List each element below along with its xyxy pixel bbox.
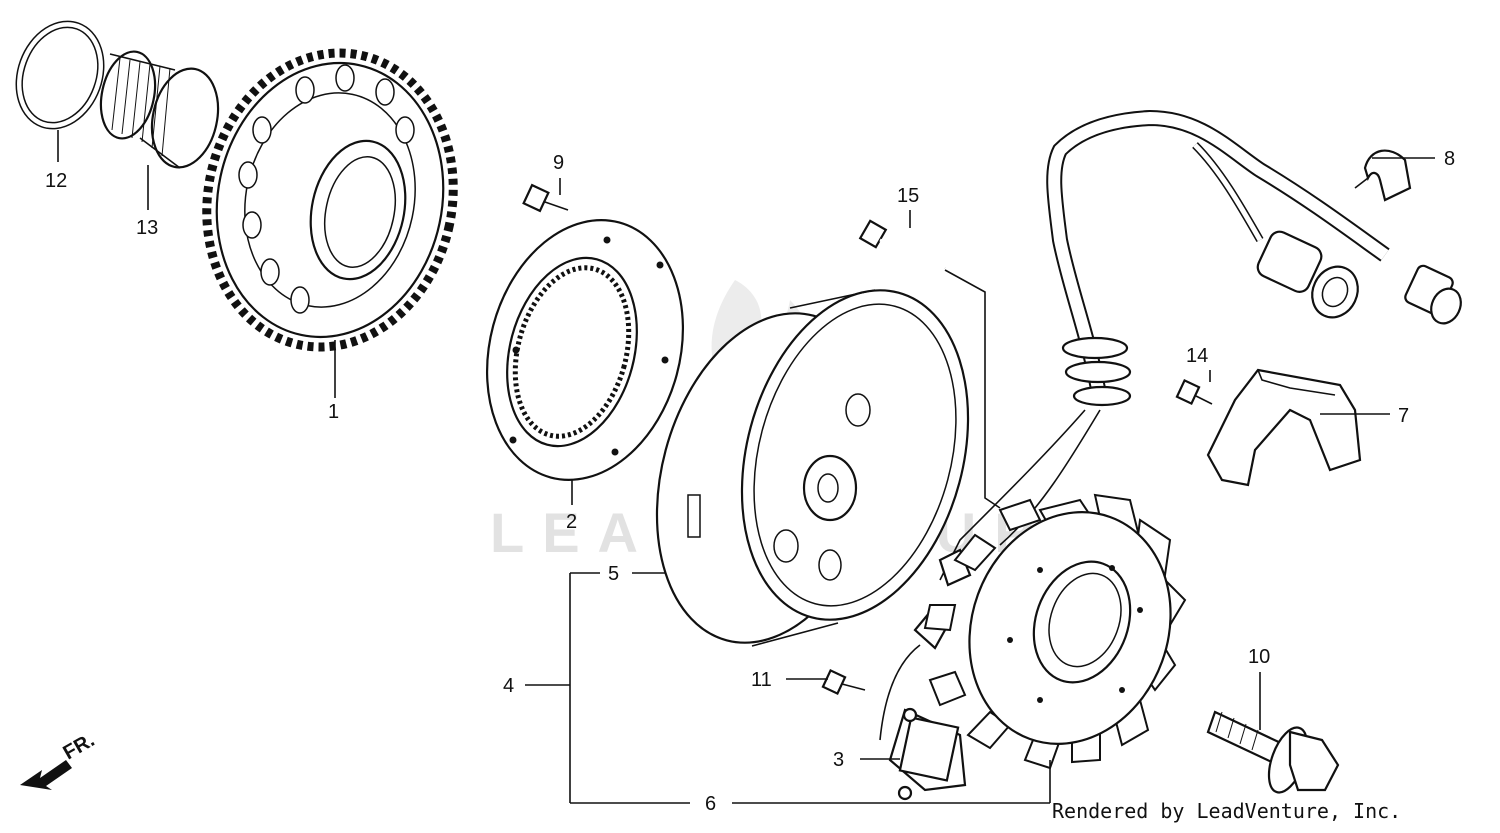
callout-14: 14: [1186, 345, 1208, 367]
callout-7: 7: [1398, 405, 1409, 427]
callout-4: 4: [503, 675, 514, 697]
part-11-screw: [821, 669, 866, 695]
front-label: FR.: [60, 729, 99, 764]
callout-3: 3: [833, 749, 844, 771]
stator-wire-harness: [879, 109, 1462, 741]
callout-6: 6: [705, 793, 716, 815]
callout-labels: 1 2 3 4 5 6 7 8 9 10 11 12 13 14 15: [45, 148, 1455, 815]
connector-large: [1256, 230, 1359, 319]
front-arrow-icon: [20, 760, 72, 790]
callout-1: 1: [328, 401, 339, 423]
part-15-bolt: [858, 219, 946, 270]
part-13-needle-bearing: [99, 50, 220, 169]
part-1-starter-driven-gear: [202, 48, 458, 398]
part-10-flange-bolt: [1206, 710, 1340, 794]
part-8-clamp: [1354, 149, 1412, 202]
callout-11: 11: [751, 669, 772, 691]
leader-lines: [57, 130, 1435, 804]
callout-9: 9: [553, 152, 564, 174]
part-14-bolt: [1175, 379, 1213, 405]
callout-10: 10: [1248, 646, 1270, 668]
callout-12: 12: [45, 170, 67, 192]
part-7-cover: [1206, 368, 1362, 487]
callout-5: 5: [608, 563, 619, 585]
part-3-pulse-generator: [888, 707, 967, 801]
part-12-circlip: [15, 20, 105, 130]
callout-13: 13: [136, 217, 158, 239]
callout-15: 15: [897, 185, 919, 207]
credit-text: Rendered by LeadVenture, Inc.: [1052, 799, 1401, 823]
part-2-one-way-clutch: [485, 219, 685, 505]
callout-8: 8: [1444, 148, 1455, 170]
connector-small: [1404, 264, 1462, 325]
part-6-stator: [923, 493, 1187, 770]
part-9-screw: [522, 183, 569, 213]
part-5-flywheel: [655, 289, 970, 647]
callout-2: 2: [566, 511, 577, 533]
front-direction-indicator: FR.: [20, 729, 98, 790]
